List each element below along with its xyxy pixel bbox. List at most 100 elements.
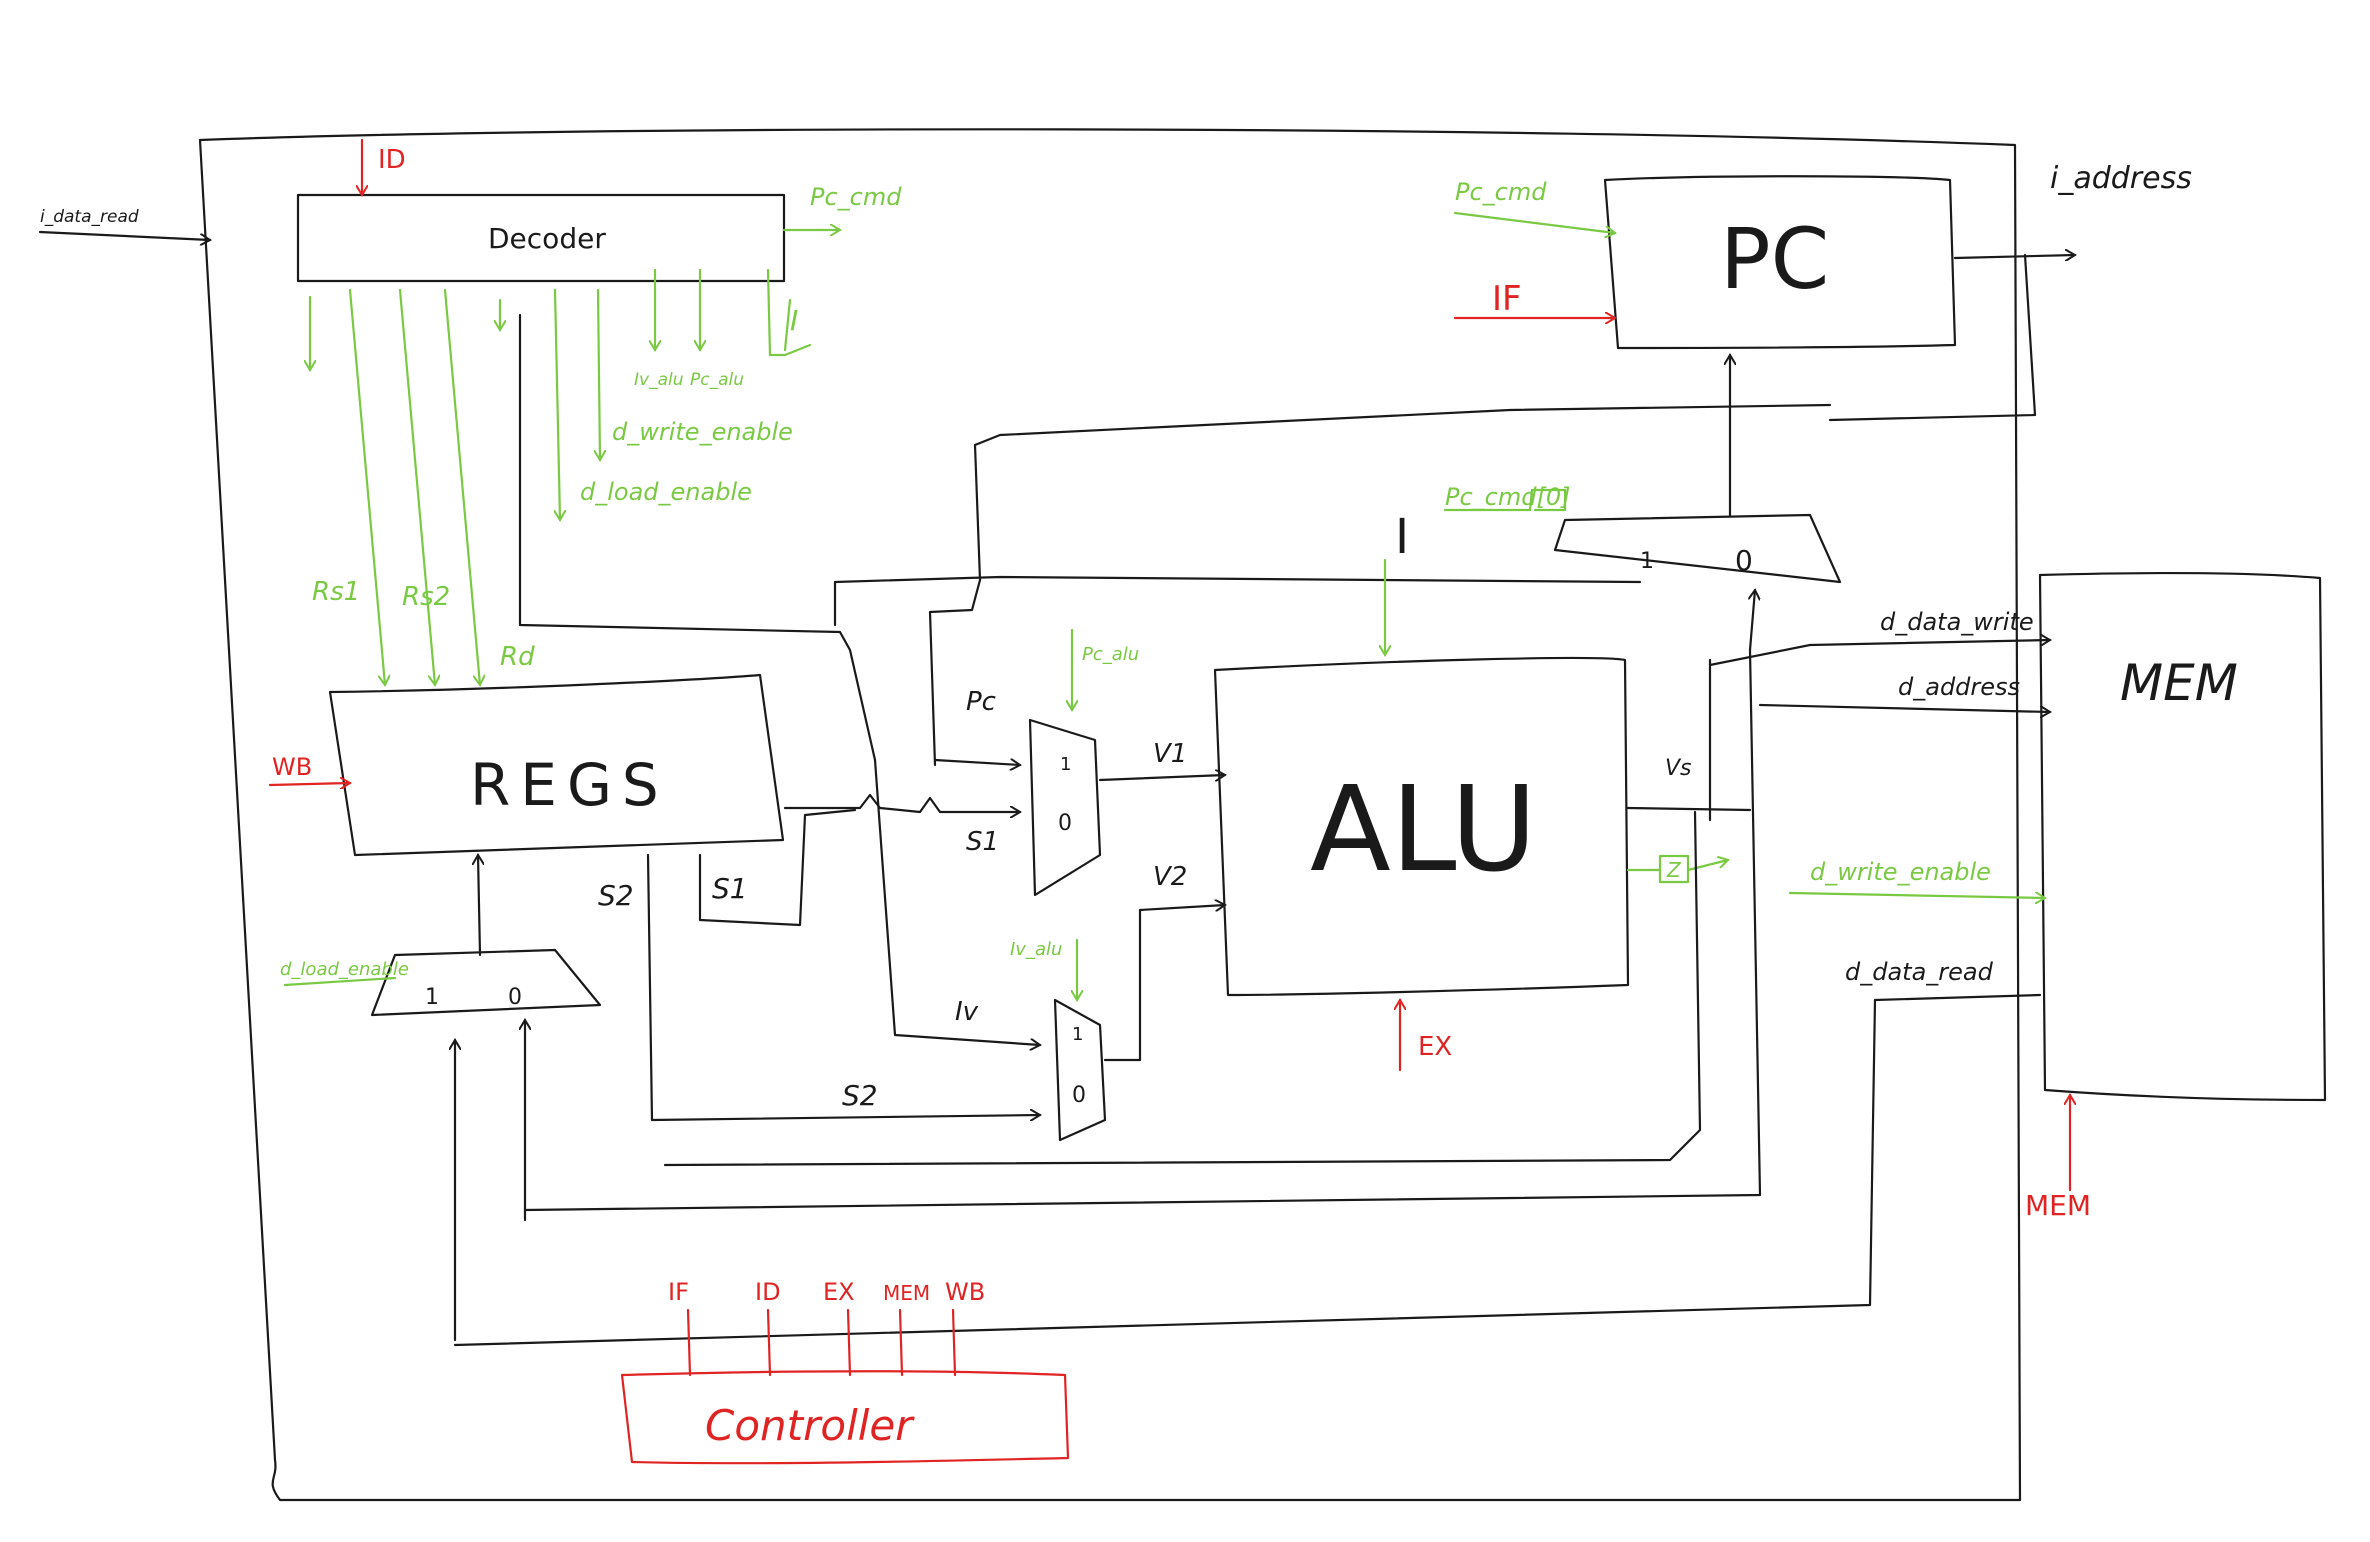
mux2-in0-label: 0 <box>1072 1083 1086 1108</box>
decoder-label: Decoder <box>488 222 606 255</box>
d-load-enable-label: d_load_enable <box>580 478 752 506</box>
pc-alu-label: Pc_alu <box>690 370 744 390</box>
regs-label: REGS <box>470 751 669 819</box>
d-load-enable-mux-label: d_load_enable <box>280 959 409 980</box>
s2-out-label: S2 <box>598 879 634 912</box>
decoder-to-iv-wire <box>518 313 877 762</box>
id-stage-label: ID <box>378 145 406 175</box>
d-data-read-wire <box>453 993 2042 1347</box>
pc-to-mux1 <box>933 760 1020 765</box>
i-address-wire <box>1953 255 2075 258</box>
imm-wire <box>766 268 812 357</box>
controller-label: Controller <box>705 1401 915 1450</box>
ctrl-id-line <box>766 1308 772 1377</box>
iv-alu-ctrl-label: Iv_alu <box>1010 939 1062 960</box>
rd-wire <box>443 288 480 685</box>
d-data-write-wire <box>1708 640 2050 667</box>
pc-cmd0-label: Pc_cmd[0] <box>1445 483 1570 511</box>
s2-mux-label: S2 <box>842 1079 878 1112</box>
d-address-label: d_address <box>1898 673 2020 701</box>
vs-to-pc-mux-wire <box>1750 590 1755 652</box>
alu-mux-1 <box>1028 718 1102 897</box>
pc-block <box>1603 175 1957 350</box>
z-flag-label: Z <box>1666 858 1682 882</box>
cpu-boundary <box>198 128 2022 1502</box>
regs-block <box>328 673 785 857</box>
ctrl-if-line <box>686 1308 692 1377</box>
ctrl-out-ex: EX <box>823 1278 855 1306</box>
pc-feedback-wire <box>928 403 1832 767</box>
alu-label: ALU <box>1310 760 1537 898</box>
rs1-wire <box>348 288 385 685</box>
rd-label: Rd <box>500 642 535 672</box>
rs1-label: Rs1 <box>312 577 360 607</box>
wb-stage-label: WB <box>272 753 312 781</box>
ctrl-wb-line <box>951 1308 957 1377</box>
mux1-s1-label: S1 <box>966 827 999 857</box>
v2-wire <box>1103 905 1225 1062</box>
v2-label: V2 <box>1153 862 1187 892</box>
pc-cmd-out-label: Pc_cmd <box>810 183 902 211</box>
ctrl-out-wb: WB <box>945 1278 985 1306</box>
rs2-label: Rs2 <box>402 582 450 612</box>
ctrl-ex-line <box>846 1308 852 1377</box>
pc-cmd0-wire <box>1443 488 1567 512</box>
d-write-enable-mem-label: d_write_enable <box>1810 858 1991 886</box>
i-address-label: i_address <box>2050 161 2192 196</box>
mux1-in1-label: 1 <box>1060 754 1071 775</box>
iv-to-mux2 <box>873 758 1040 1045</box>
d-data-read-label: d_data_read <box>1845 958 1994 986</box>
wb-mux-to-regs <box>478 855 480 957</box>
rs2-wire <box>398 288 435 685</box>
mem-label: MEM <box>2120 654 2238 712</box>
wb-mux-in1-label: 1 <box>425 985 439 1010</box>
ctrl-out-if: IF <box>668 1278 689 1306</box>
alu-block <box>1213 656 1630 997</box>
mux2-in1-label: 1 <box>1072 1024 1083 1045</box>
mem-stage-label: MEM <box>2025 1189 2091 1222</box>
mem-block <box>2038 571 2327 1102</box>
vs-to-regs-wire <box>663 810 1702 1167</box>
iv-alu-label: Iv_alu <box>634 370 684 390</box>
pc-cmd-in-label: Pc_cmd <box>1455 178 1547 206</box>
s1-out-label: S1 <box>712 872 748 905</box>
d-address-wire <box>1758 703 2050 712</box>
if-in-label: IF <box>1492 279 1522 319</box>
mux1-pc-label: Pc <box>966 687 996 717</box>
ctrl-out-mem: MEM <box>883 1281 930 1305</box>
s1-to-mux1-wire <box>783 793 1020 812</box>
alu-mux-2 <box>1053 998 1107 1142</box>
i-data-read-label: i_data_read <box>40 207 139 227</box>
d-load-enable-wire <box>555 288 560 520</box>
vs-wire <box>1626 806 1752 812</box>
pc-label: PC <box>1720 210 1829 308</box>
i-data-read-wire <box>38 230 210 240</box>
decoder-block <box>296 193 786 283</box>
wb-mux-in0-label: 0 <box>508 985 522 1010</box>
d-write-enable-label: d_write_enable <box>612 418 793 446</box>
pc-mux-in1-label: 1 <box>1640 549 1654 574</box>
pc-cmd-in-wire <box>1453 211 1615 233</box>
imm-label: I <box>790 304 798 337</box>
pc-loop-wire <box>1828 253 2037 422</box>
pc-mux-imm-label: I <box>1395 509 1409 565</box>
wb-stage-arrow <box>268 783 350 785</box>
vs-label: Vs <box>1665 756 1692 781</box>
imm-bus-wire <box>833 575 1642 627</box>
ex-stage-label: EX <box>1418 1032 1452 1062</box>
d-data-write-label: d_data_write <box>1880 608 2034 636</box>
pc-alu-ctrl-label: Pc_alu <box>1082 644 1139 665</box>
imm-wire-tick <box>783 298 792 352</box>
mux2-iv-label: Iv <box>955 997 979 1027</box>
ctrl-out-id: ID <box>755 1278 781 1306</box>
pc-mux <box>1553 513 1842 584</box>
mux1-in0-label: 0 <box>1058 811 1072 836</box>
vs-to-wb-mux-wire <box>523 648 1762 1212</box>
d-write-enable-mem-wire <box>1788 893 2045 898</box>
ctrl-mem-line <box>898 1308 904 1377</box>
d-load-enable-mux-wire <box>283 976 397 987</box>
s1-out-wire <box>698 808 857 927</box>
pc-mux-in0-label: 0 <box>1735 544 1753 577</box>
v1-label: V1 <box>1153 739 1187 769</box>
